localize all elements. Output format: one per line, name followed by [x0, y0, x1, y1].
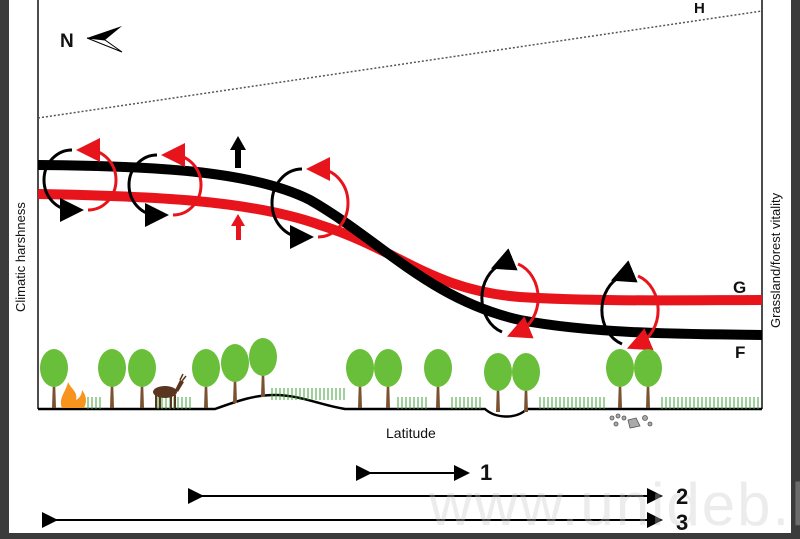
tree-icon: [634, 349, 662, 408]
y-axis-left-label: Climatic harshness: [13, 202, 28, 312]
grass: [87, 388, 759, 409]
loop: [270, 157, 350, 249]
fire-icon: [60, 382, 86, 408]
loop: [127, 143, 203, 227]
curve-f-forest: [37, 160, 763, 340]
x-axis-label: Latitude: [386, 425, 436, 441]
scale-2-label: 2: [676, 484, 689, 509]
tree-icon: [424, 349, 452, 408]
tree-icon: [484, 353, 512, 412]
tree-icon: [128, 349, 156, 408]
y-axis-right-label: Grassland/forest vitality: [768, 192, 783, 328]
tree-icon: [374, 349, 402, 408]
scale-1-label: 1: [480, 460, 493, 485]
loop: [42, 138, 118, 222]
deer-icon: [153, 373, 187, 408]
up-arrow-black-icon: [230, 136, 246, 168]
tree-icon: [98, 349, 126, 408]
tree-icon: [606, 349, 634, 408]
loop: [480, 248, 540, 339]
scale-arrows: [42, 465, 663, 528]
tree-icon: [192, 349, 220, 408]
feedback-loops: [42, 138, 660, 351]
diagram-svg: [37, 0, 763, 528]
line-h: [37, 10, 763, 119]
label-g: G: [733, 278, 747, 297]
north-label: N: [60, 31, 74, 52]
tree-icon: [512, 353, 540, 412]
watermark: www.unideb.hu: [429, 471, 800, 538]
tree-icon: [346, 349, 374, 408]
north-arrow-icon: [86, 26, 123, 53]
tree-icon: [40, 349, 68, 408]
loop: [600, 260, 660, 351]
ground-line: [38, 393, 762, 418]
scale-3-label: 3: [676, 510, 689, 535]
diagram-canvas: www.unideb.hu: [9, 0, 800, 538]
tree-icon: [249, 338, 277, 397]
rocks-icon: [609, 413, 653, 429]
tree-icon: [221, 344, 249, 403]
label-f: F: [735, 343, 746, 362]
up-arrow-red-icon: [231, 214, 245, 240]
curve-g-grassland: [37, 189, 763, 306]
trees: [40, 338, 662, 412]
label-h: H: [694, 0, 705, 17]
